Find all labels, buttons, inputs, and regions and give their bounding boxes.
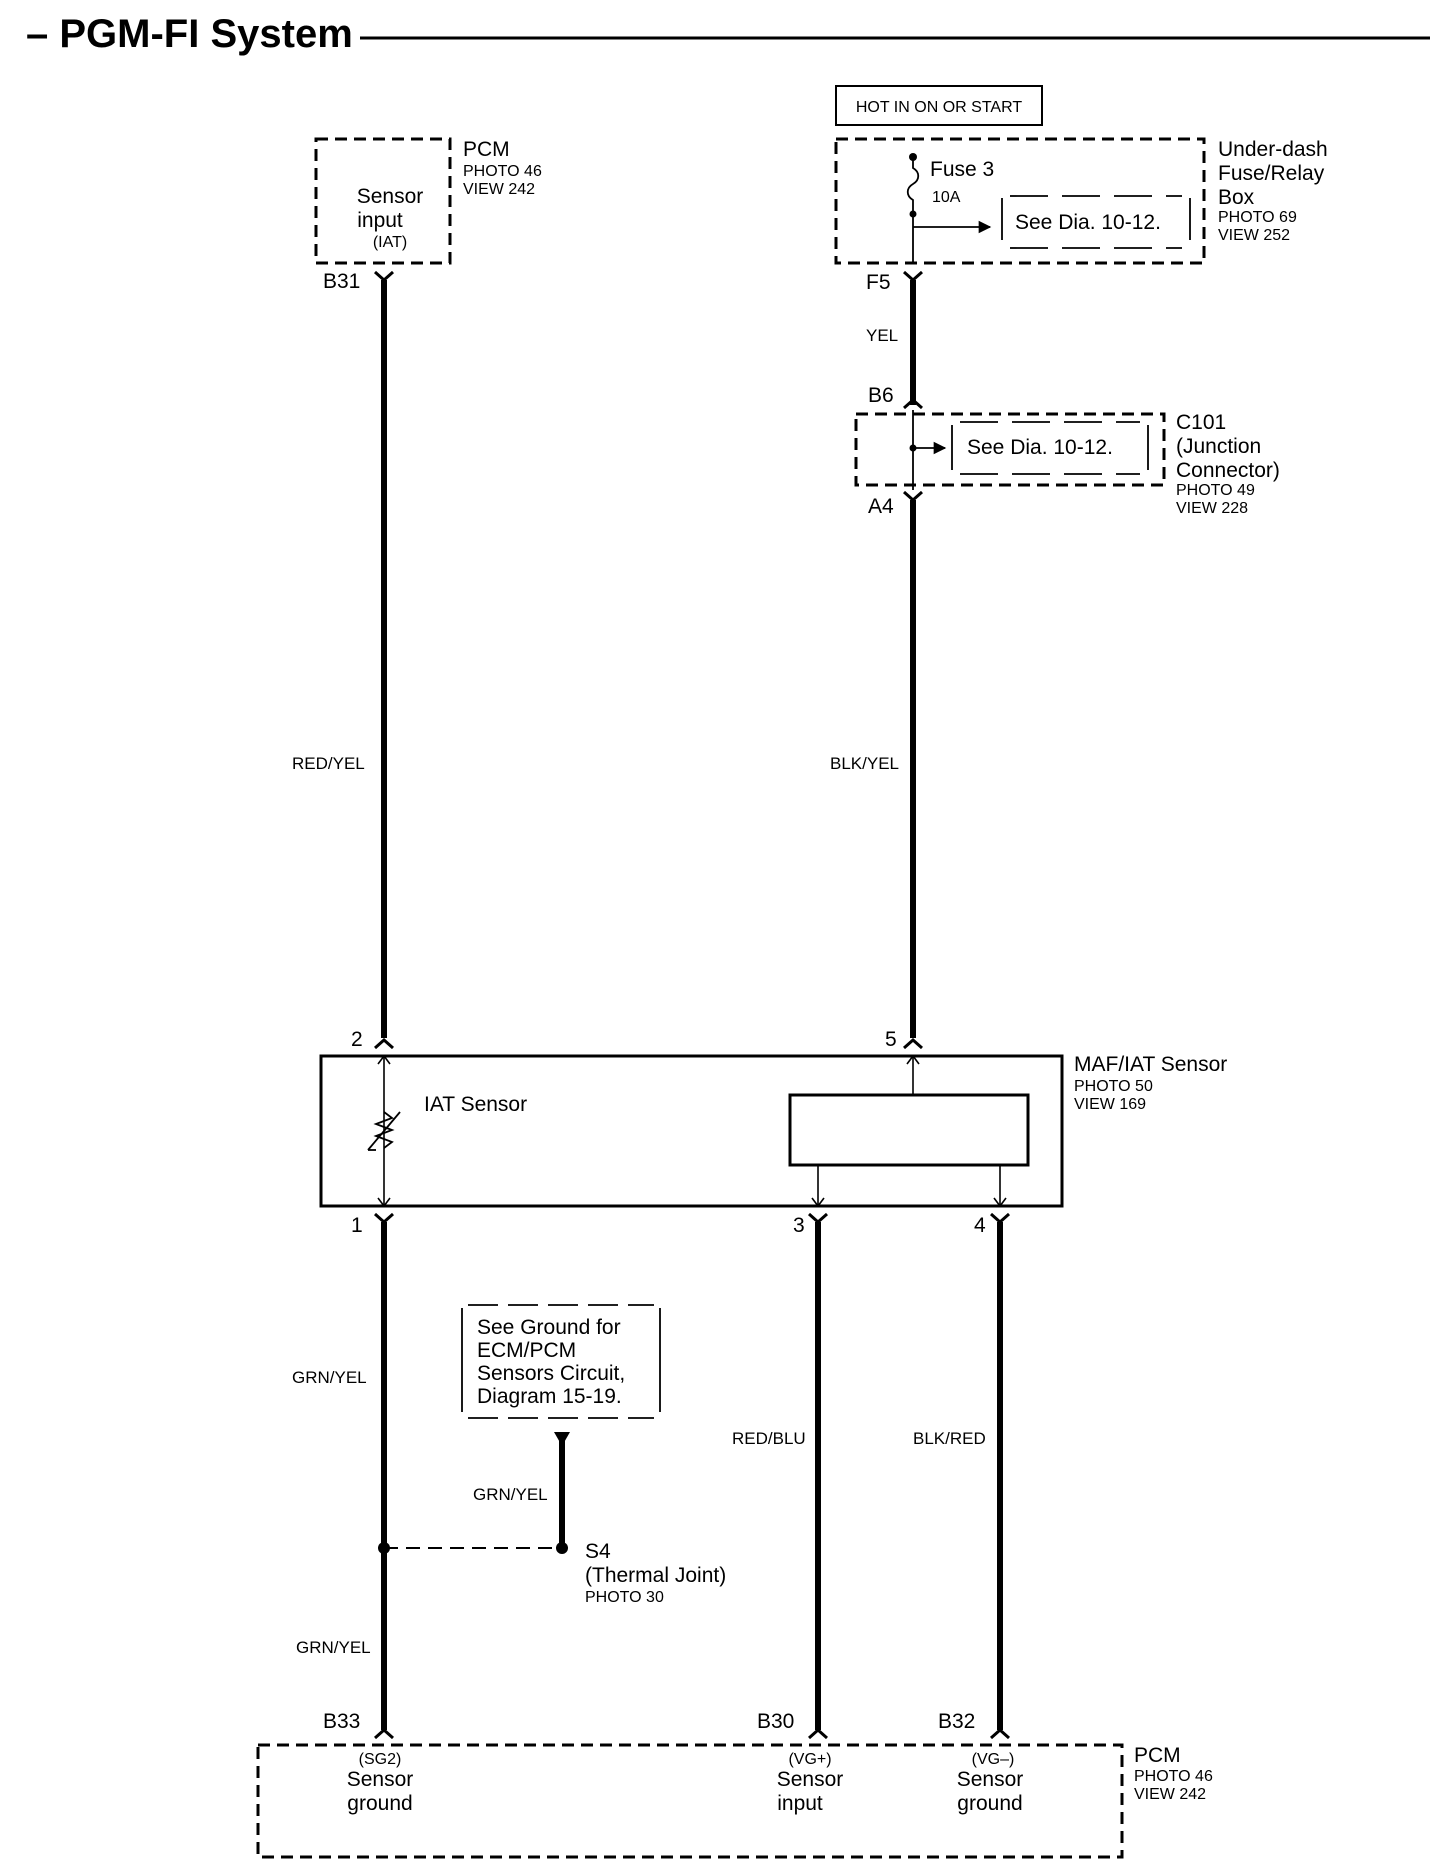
pcm-bottom-pin-b30: B30 — [757, 1710, 794, 1733]
pcm-bottom-name: PCM — [1134, 1744, 1181, 1767]
pcm-top-pin: B31 — [323, 270, 360, 293]
wire-label-grn-yel-2: GRN/YEL — [473, 1485, 548, 1504]
fuse-box-name-1: Under-dash — [1218, 138, 1328, 161]
maf-element — [788, 1093, 1030, 1167]
fuse-box-name-3: Box — [1218, 186, 1255, 209]
wire-label-blk-red: BLK/RED — [913, 1429, 986, 1448]
fuse-rating: 10A — [932, 189, 961, 206]
page-title: – PGM-FI System — [26, 12, 353, 56]
fuse-see-dia-box — [1001, 195, 1191, 249]
connector-b6 — [903, 397, 923, 410]
maf-photo: PHOTO 50 — [1074, 1078, 1153, 1095]
maf-box — [319, 1054, 1064, 1208]
c101-see-dia-box — [951, 421, 1149, 475]
s4-line2: (Thermal Joint) — [585, 1564, 726, 1587]
fuse-symbol — [906, 157, 920, 262]
maf-name: MAF/IAT Sensor — [1074, 1053, 1227, 1076]
pcm-bottom-t2-sub: (VG+) — [788, 1751, 831, 1768]
pcm-top-name: PCM — [463, 138, 510, 161]
pcm-bottom-t3-sub: (VG–) — [972, 1751, 1015, 1768]
pcm-top-box — [314, 137, 452, 265]
connector-maf-1 — [374, 1212, 394, 1225]
fuse-box-name-2: Fuse/Relay — [1218, 162, 1325, 185]
c101-see-dia: See Dia. 10-12. — [967, 436, 1113, 459]
ground-stub-arrow — [554, 1432, 570, 1446]
s4-name: S4 — [585, 1540, 611, 1563]
c101-line2: (Junction — [1176, 435, 1261, 458]
pcm-top-view: VIEW 242 — [463, 181, 535, 198]
pcm-bottom-photo: PHOTO 46 — [1134, 1768, 1213, 1785]
maf-pin-4: 4 — [974, 1214, 986, 1237]
maf-view: VIEW 169 — [1074, 1096, 1146, 1113]
wire-label-red-yel: RED/YEL — [292, 754, 365, 773]
iat-sensor-label: IAT Sensor — [424, 1093, 527, 1116]
connector-maf-2 — [374, 1037, 394, 1050]
connector-f5 — [903, 270, 923, 283]
wire-label-grn-yel-3: GRN/YEL — [296, 1638, 371, 1657]
c101-line3: Connector) — [1176, 459, 1280, 482]
pcm-bottom-t1-line2: ground — [347, 1792, 412, 1815]
pcm-bottom-t3-line1: Sensor — [957, 1768, 1024, 1791]
connector-maf-5 — [903, 1037, 923, 1050]
pcm-top-terminal-sub: (IAT) — [373, 234, 407, 251]
c101-photo: PHOTO 49 — [1176, 482, 1255, 499]
pcm-bottom-t2-line2: input — [777, 1792, 823, 1815]
connector-b30 — [808, 1727, 828, 1740]
wire-label-yel: YEL — [866, 326, 898, 345]
fuse-see-dia: See Dia. 10-12. — [1015, 211, 1161, 234]
pcm-top-photo: PHOTO 46 — [463, 163, 542, 180]
pcm-bottom-t3-line2: ground — [957, 1792, 1022, 1815]
maf-pin-5: 5 — [885, 1028, 897, 1051]
ground-ref-box — [461, 1304, 661, 1419]
c101-name: C101 — [1176, 411, 1226, 434]
maf-pin-2: 2 — [351, 1028, 363, 1051]
connector-b32 — [990, 1727, 1010, 1740]
pcm-bottom-t1-line1: Sensor — [347, 1768, 414, 1791]
s4-photo: PHOTO 30 — [585, 1589, 664, 1606]
hot-label: HOT IN ON OR START — [856, 99, 1022, 116]
c101-pin-out: A4 — [868, 495, 894, 518]
maf-pin-1: 1 — [351, 1214, 363, 1237]
ground-ref-line3: Sensors Circuit, — [477, 1362, 625, 1385]
fuse-box-view: VIEW 252 — [1218, 227, 1290, 244]
pcm-bottom-box — [256, 1743, 1124, 1859]
connector-maf-3 — [808, 1212, 828, 1225]
connector-maf-4 — [990, 1212, 1010, 1225]
wire-label-blk-yel: BLK/YEL — [830, 754, 899, 773]
maf-pin-3: 3 — [793, 1214, 805, 1237]
connector-a4 — [903, 490, 923, 503]
fuse-box-pin: F5 — [866, 271, 891, 294]
pcm-bottom-pin-b32: B32 — [938, 1710, 975, 1733]
fuse-name: Fuse 3 — [930, 158, 994, 181]
pcm-top-terminal-line1: Sensor — [357, 185, 424, 208]
pcm-bottom-t1-sub: (SG2) — [359, 1751, 402, 1768]
ground-ref-line2: ECM/PCM — [477, 1339, 576, 1362]
thermistor-icon — [367, 1111, 401, 1151]
connector-b31 — [374, 270, 394, 283]
pcm-bottom-t2-line1: Sensor — [777, 1768, 844, 1791]
ground-ref-line4: Diagram 15-19. — [477, 1385, 622, 1408]
hot-label-box — [835, 85, 1043, 126]
pcm-bottom-view: VIEW 242 — [1134, 1786, 1206, 1803]
fuse-box — [834, 137, 1206, 265]
pcm-top-terminal-line2: input — [357, 209, 403, 232]
wire-label-red-blu: RED/BLU — [732, 1429, 806, 1448]
wire-label-grn-yel-1: GRN/YEL — [292, 1368, 367, 1387]
fuse-box-photo: PHOTO 69 — [1218, 209, 1297, 226]
ground-ref-line1: See Ground for — [477, 1316, 621, 1339]
connector-b33 — [374, 1727, 394, 1740]
c101-box — [854, 412, 1166, 487]
pcm-bottom-pin-b33: B33 — [323, 1710, 360, 1733]
c101-pin-in: B6 — [868, 384, 894, 407]
c101-view: VIEW 228 — [1176, 500, 1248, 517]
